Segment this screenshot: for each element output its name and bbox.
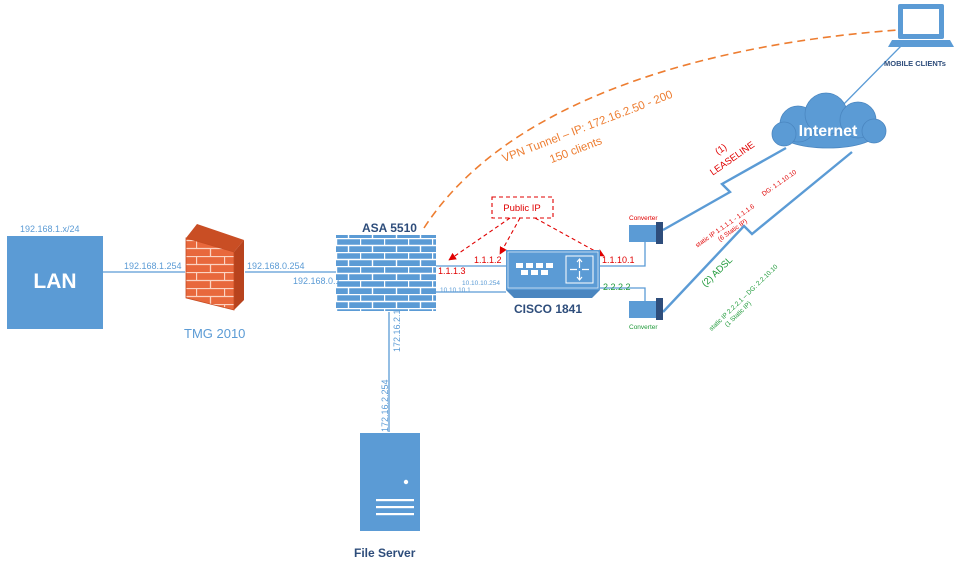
adsl-link	[662, 151, 853, 313]
server-icon	[360, 433, 420, 531]
internet-cloud-icon	[771, 92, 887, 149]
converter-bottom-icon	[629, 298, 663, 320]
tmg-ip-right: 192.168.0.254	[247, 261, 305, 271]
asa-label: ASA 5510	[362, 221, 417, 235]
lease-gateway-label: DG: 1.1.10.10	[761, 169, 798, 198]
asa-ip-dmz: 172.16.2.1	[392, 309, 402, 352]
tmg-ip-left: 192.168.1.254	[124, 261, 182, 271]
asa-ip-to-router: 10.10.10.1	[440, 287, 471, 294]
internet-to-mobile-link	[835, 41, 906, 113]
leaseline-link	[662, 146, 787, 232]
asa-firewall-icon	[336, 235, 436, 311]
lan-label: LAN	[33, 270, 76, 293]
internet-label: Internet	[799, 123, 858, 140]
public-ip-box	[491, 196, 554, 219]
asa-ip-inside: 192.168.0.1	[293, 276, 341, 286]
lease-name-label: LEASELINE	[708, 140, 757, 179]
converter-top-icon	[629, 222, 663, 244]
router-ip-to-asa: 10.10.10.254	[462, 280, 500, 287]
firewall-icon	[185, 224, 244, 311]
mobile-clients-label: MOBILE CLIENTs	[884, 59, 946, 68]
fileserver-ip: 172.16.2.254	[380, 379, 390, 432]
adsl-title-label: (2) ADSL	[700, 255, 735, 290]
router-ip-left: 1.1.1.2	[474, 255, 502, 265]
router-ip-adsl: 2.2.2.2	[603, 282, 631, 292]
router-label: CISCO 1841	[514, 302, 582, 316]
lease-number-label: (1)	[713, 142, 729, 158]
converter-bottom-label: Converter	[629, 324, 658, 331]
fileserver-label: File Server	[354, 546, 416, 560]
lease-ip-label: static IP 1.1.1.1 - 1.1.1.6	[694, 203, 756, 249]
lan-subnet-label: 192.168.1.x/24	[20, 224, 80, 234]
laptop-icon	[888, 4, 954, 47]
public-ip-label: Public IP	[503, 203, 541, 214]
converter-top-label: Converter	[629, 215, 658, 222]
asa-ip-outside: 1.1.1.3	[438, 266, 466, 276]
public-ip-arrows	[448, 217, 605, 261]
router-icon	[506, 250, 600, 298]
lan-box	[7, 236, 103, 329]
router-ip-lease: 1.1.10.1	[602, 255, 635, 265]
connections	[103, 41, 906, 432]
tmg-label: TMG 2010	[184, 326, 245, 341]
